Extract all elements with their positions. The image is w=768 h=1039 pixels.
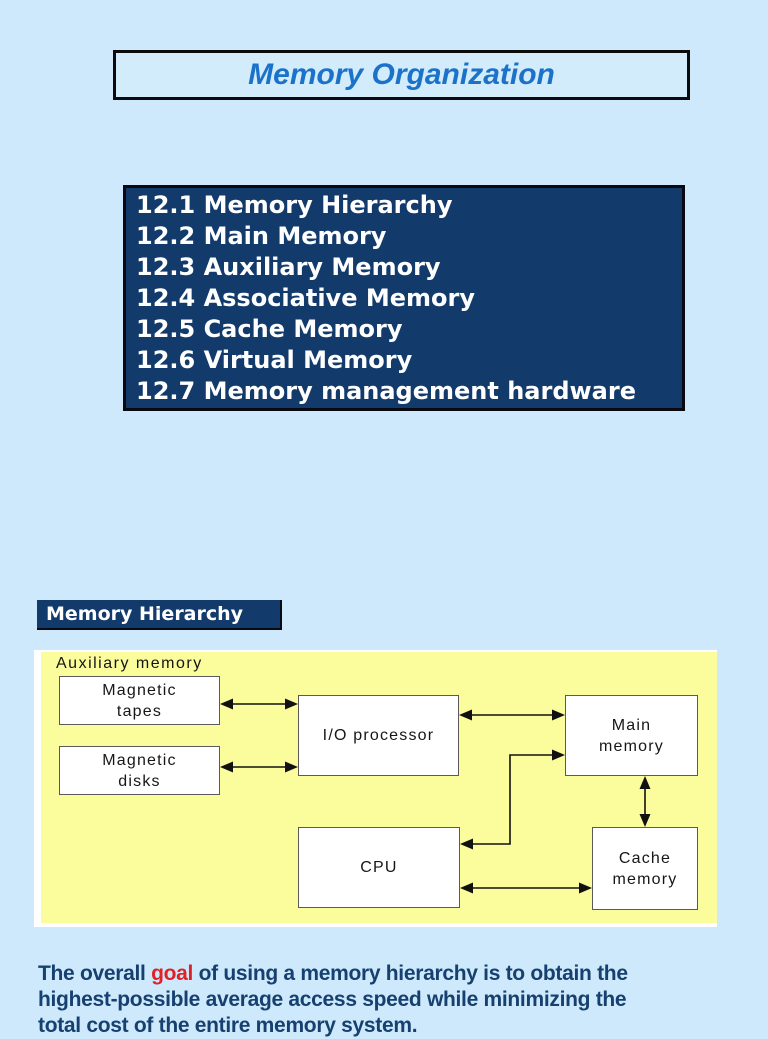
auxiliary-memory-label: Auxiliary memory (56, 655, 203, 672)
slide-title-box: Memory Organization (113, 50, 690, 100)
section-label-text: Memory Hierarchy (46, 603, 244, 625)
toc-item-12-1: 12.1 Memory Hierarchy (136, 191, 453, 219)
goal-line1-pre: The overall (38, 962, 152, 985)
memory-hierarchy-figure: Auxiliary memory Magnetic tapes Magnetic… (34, 650, 717, 927)
diagram-box-cache-memory: Cache memory (592, 827, 698, 910)
slide-title: Memory Organization (248, 58, 555, 91)
diagram-box-cpu: CPU (298, 827, 460, 908)
goal-highlight: goal (151, 962, 194, 985)
goal-paragraph-line2: highest-possible average access speed wh… (38, 988, 627, 1011)
toc-item-12-7: 12.7 Memory management hardware (136, 377, 636, 405)
section-label: Memory Hierarchy (37, 600, 282, 630)
diagram-box-io-processor: I/O processor (298, 695, 459, 776)
toc-item-12-6: 12.6 Virtual Memory (136, 346, 413, 374)
memory-hierarchy-diagram: Auxiliary memory Magnetic tapes Magnetic… (41, 652, 717, 923)
goal-line1-post: of using a memory hierarchy is to obtain… (193, 962, 628, 985)
toc-box: 12.1 Memory Hierarchy 12.2 Main Memory 1… (123, 185, 685, 411)
diagram-box-magnetic-disks: Magnetic disks (59, 746, 220, 795)
toc-item-12-4: 12.4 Associative Memory (136, 284, 475, 312)
diagram-box-magnetic-tapes: Magnetic tapes (59, 676, 220, 725)
goal-paragraph-line1: The overall goal of using a memory hiera… (38, 961, 758, 987)
goal-paragraph: The overall goal of using a memory hiera… (38, 961, 758, 1039)
diagram-box-main-memory: Main memory (565, 695, 698, 776)
toc-item-12-5: 12.5 Cache Memory (136, 315, 403, 343)
toc-item-12-2: 12.2 Main Memory (136, 222, 387, 250)
toc-item-12-3: 12.3 Auxiliary Memory (136, 253, 441, 281)
goal-paragraph-line3: total cost of the entire memory system. (38, 1014, 418, 1037)
